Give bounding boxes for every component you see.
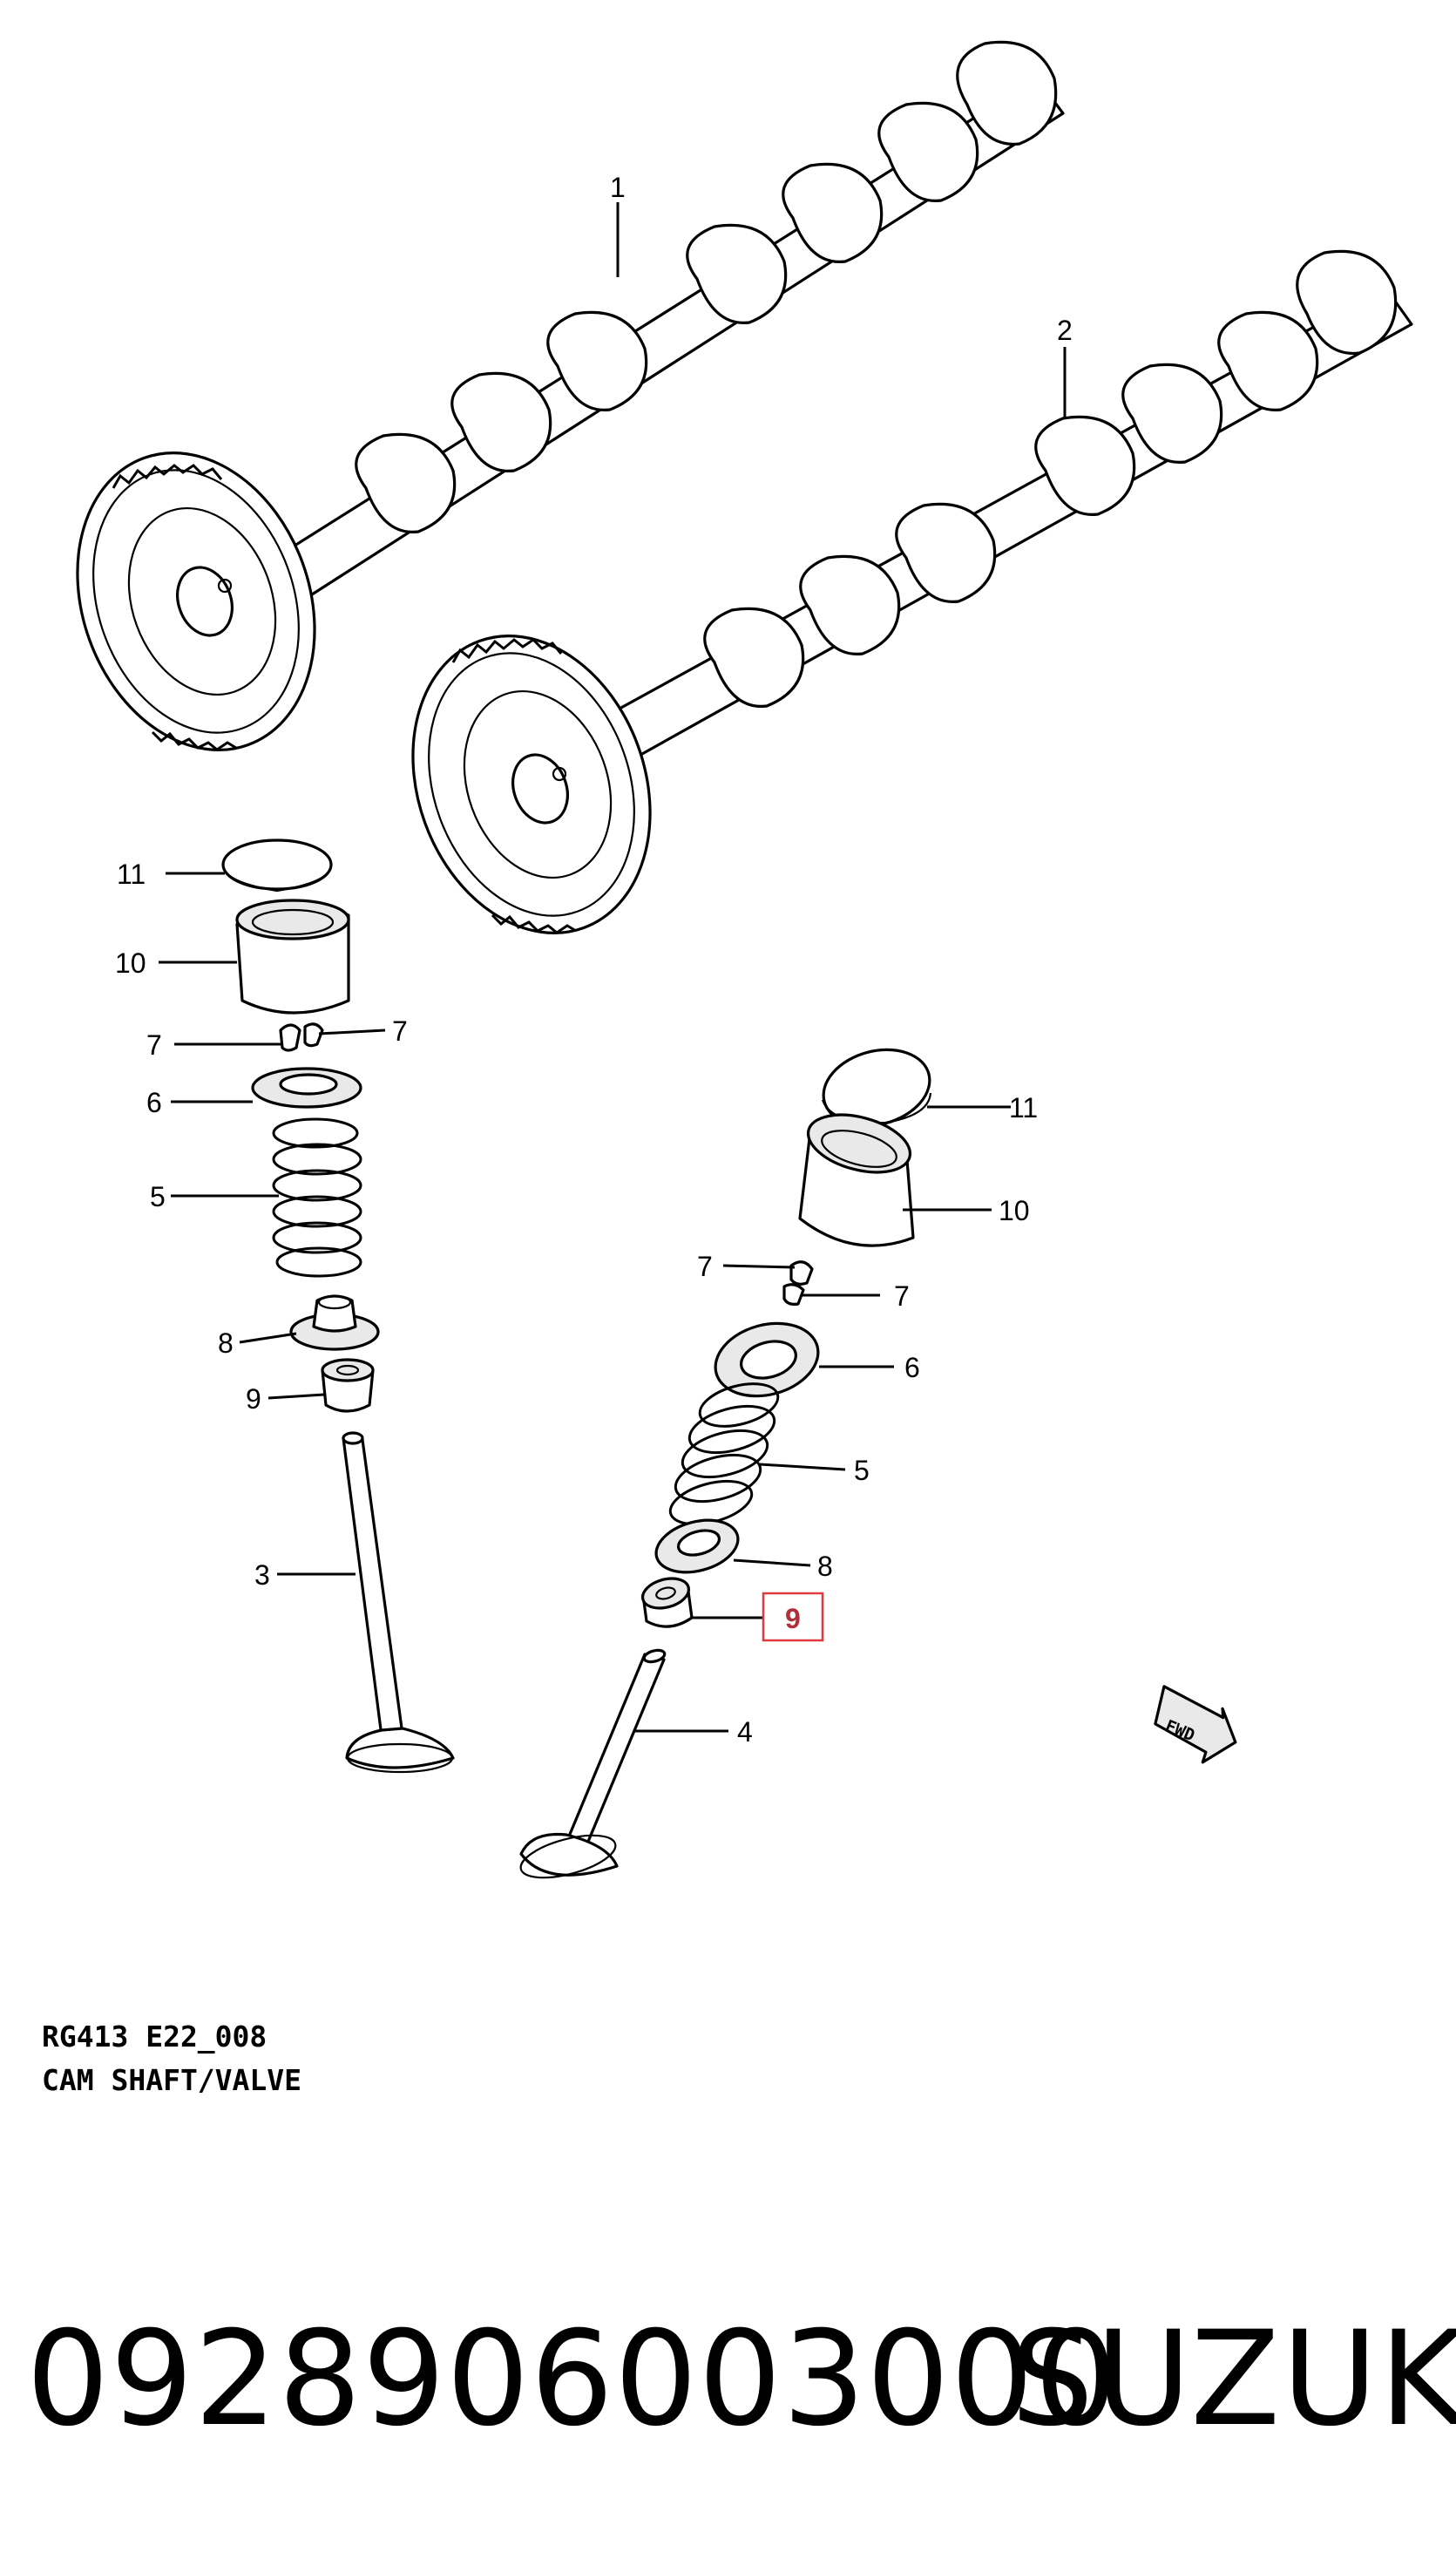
callout-6-right: 6: [904, 1352, 920, 1383]
callout-3: 3: [254, 1559, 270, 1591]
camshaft-2: [411, 249, 1413, 934]
highlight-box: [762, 1592, 824, 1642]
callout-4: 4: [737, 1716, 753, 1748]
callout-7-left-a: 7: [146, 1029, 162, 1061]
callout-10-right: 10: [999, 1195, 1030, 1226]
callout-11-left: 11: [117, 859, 146, 890]
callout-6-left: 6: [146, 1087, 162, 1118]
callout-5-right: 5: [854, 1455, 870, 1486]
leader-lines: [159, 202, 1067, 1733]
callout-7-right-a: 7: [697, 1251, 713, 1282]
brand-name: SUZUKI: [1011, 2304, 1456, 2455]
valve-assembly-left: [221, 838, 455, 1774]
parts-diagram: FWD 1 2 11 10 7 7 6 5 8 9 3: [42, 40, 1413, 2097]
callout-8-right: 8: [817, 1551, 833, 1582]
callout-8-left: 8: [218, 1327, 234, 1359]
callout-7-left-b: 7: [392, 1015, 408, 1047]
callout-11-right: 11: [1009, 1092, 1038, 1124]
fwd-arrow-icon: FWD: [1154, 1685, 1237, 1764]
valve-assembly-right: [519, 1048, 932, 1879]
callout-9-left: 9: [246, 1383, 261, 1415]
callout-1: 1: [610, 172, 626, 203]
callout-10-left: 10: [115, 947, 146, 979]
diagram-title: CAM SHAFT/VALVE: [42, 2063, 301, 2097]
callout-7-right-b: 7: [894, 1280, 910, 1312]
footer: 0928906003000 SUZUKI: [0, 2301, 1456, 2458]
camshaft-1: [76, 40, 1065, 751]
callout-9-right: 9: [785, 1603, 801, 1634]
part-number: 0928906003000: [26, 2304, 1119, 2455]
callout-2: 2: [1057, 315, 1073, 346]
diagram-code: RG413 E22_008: [42, 2020, 267, 2054]
callout-5-left: 5: [150, 1181, 166, 1212]
callout-labels: 1 2 11 10 7 7 6 5 8 9 3 11 10 7 7 6 5 8 …: [115, 172, 1073, 1748]
